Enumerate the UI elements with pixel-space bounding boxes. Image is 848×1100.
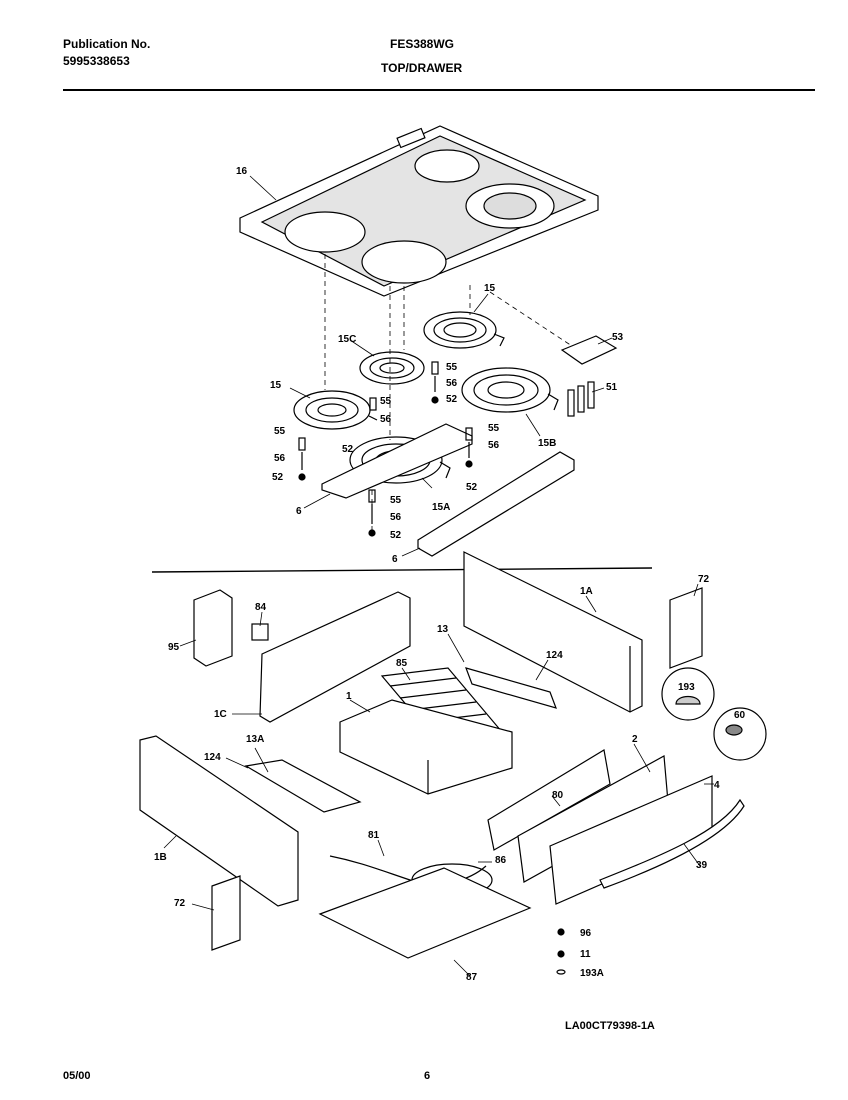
detail-circle-60 — [713, 707, 767, 761]
callout-193a: 193A — [580, 968, 604, 979]
callout-72-upper: 72 — [698, 574, 710, 585]
header-rule — [63, 89, 815, 91]
post-screw-sets — [298, 361, 473, 537]
callout-55-d: 55 — [488, 423, 500, 434]
drawer-body-1 — [339, 699, 513, 795]
side-panel-1a — [463, 551, 643, 713]
callout-2: 2 — [632, 734, 638, 745]
section-title: TOP/DRAWER — [381, 61, 463, 75]
bracket-72-upper — [669, 587, 703, 669]
callout-55-c: 55 — [380, 396, 392, 407]
callout-15b: 15B — [538, 438, 556, 449]
callout-55-e: 55 — [390, 495, 402, 506]
callout-1: 1 — [346, 691, 352, 702]
element-support-bracket-8 — [321, 423, 473, 499]
callout-51: 51 — [606, 382, 618, 393]
callout-95: 95 — [168, 642, 180, 653]
callout-60: 60 — [734, 710, 746, 721]
callout-193: 193 — [678, 682, 695, 693]
callout-15-left: 15 — [270, 380, 282, 391]
callout-15a: 15A — [432, 502, 450, 513]
model-number: FES388WG — [390, 37, 455, 51]
surface-element-15b — [461, 367, 559, 413]
side-panel-1b — [139, 735, 299, 907]
rail-1c — [259, 591, 411, 723]
callout-52-b: 52 — [446, 394, 458, 405]
callout-87: 87 — [466, 972, 478, 983]
callout-56-c: 56 — [380, 414, 392, 425]
callout-8: 6 — [296, 506, 302, 517]
callout-4: 4 — [714, 780, 720, 791]
slide-13 — [465, 667, 557, 709]
callout-15c: 15C — [338, 334, 356, 345]
callout-85: 85 — [396, 658, 408, 669]
callout-56-d: 56 — [488, 440, 500, 451]
drawer-bottom-87 — [318, 867, 532, 959]
callout-13: 13 — [437, 624, 449, 635]
callout-124-b: 124 — [204, 752, 221, 763]
slide-13a — [244, 759, 362, 813]
fasteners-96-11-193a — [556, 928, 566, 975]
callout-16: 16 — [236, 166, 248, 177]
callout-39: 39 — [696, 860, 708, 871]
callout-11: 11 — [580, 949, 591, 960]
box-95 — [193, 589, 233, 667]
rear-bracket-6 — [417, 451, 575, 557]
callout-81: 81 — [368, 830, 380, 841]
receptacles-51 — [567, 381, 595, 417]
surface-element-15-left — [293, 390, 378, 430]
callout-56-e: 56 — [390, 512, 402, 523]
callout-1a: 1A — [580, 586, 593, 597]
callout-52-e: 52 — [390, 530, 402, 541]
drawing-id: LA00CT79398-1A — [565, 1020, 655, 1032]
cooktop-part-16 — [239, 125, 599, 297]
callout-72-lower: 72 — [174, 898, 186, 909]
publication-number: 5995338653 — [63, 54, 130, 68]
clip-84 — [251, 623, 269, 641]
callout-13a: 13A — [246, 734, 264, 745]
callout-55-a: 55 — [274, 426, 286, 437]
page-number: 6 — [424, 1070, 431, 1082]
gasket-80 — [487, 749, 611, 851]
callout-6: 6 — [392, 554, 398, 565]
callout-86: 86 — [495, 855, 507, 866]
publication-label: Publication No. — [63, 37, 151, 51]
callout-96: 96 — [580, 928, 592, 939]
callout-80: 80 — [552, 790, 564, 801]
footer-date: 05/00 — [63, 1070, 91, 1082]
callout-1b: 1B — [154, 852, 167, 863]
callout-52-d: 52 — [466, 482, 478, 493]
callout-1c: 1C — [214, 709, 227, 720]
callout-52-c: 52 — [342, 444, 354, 455]
handle-39 — [599, 798, 745, 889]
surface-element-15-rear — [423, 311, 505, 349]
callout-56-b: 56 — [446, 378, 458, 389]
surface-element-15c — [359, 351, 425, 385]
callout-15-rear: 15 — [484, 283, 496, 294]
callout-55-b: 55 — [446, 362, 458, 373]
callout-84: 84 — [255, 602, 267, 613]
callout-52-a: 52 — [272, 472, 284, 483]
bracket-72-lower — [211, 875, 241, 951]
detail-circle-193 — [661, 667, 715, 721]
terminal-block-53 — [560, 335, 618, 365]
callout-124-a: 124 — [546, 650, 563, 661]
callout-53: 53 — [612, 332, 624, 343]
callout-56-a: 56 — [274, 453, 286, 464]
